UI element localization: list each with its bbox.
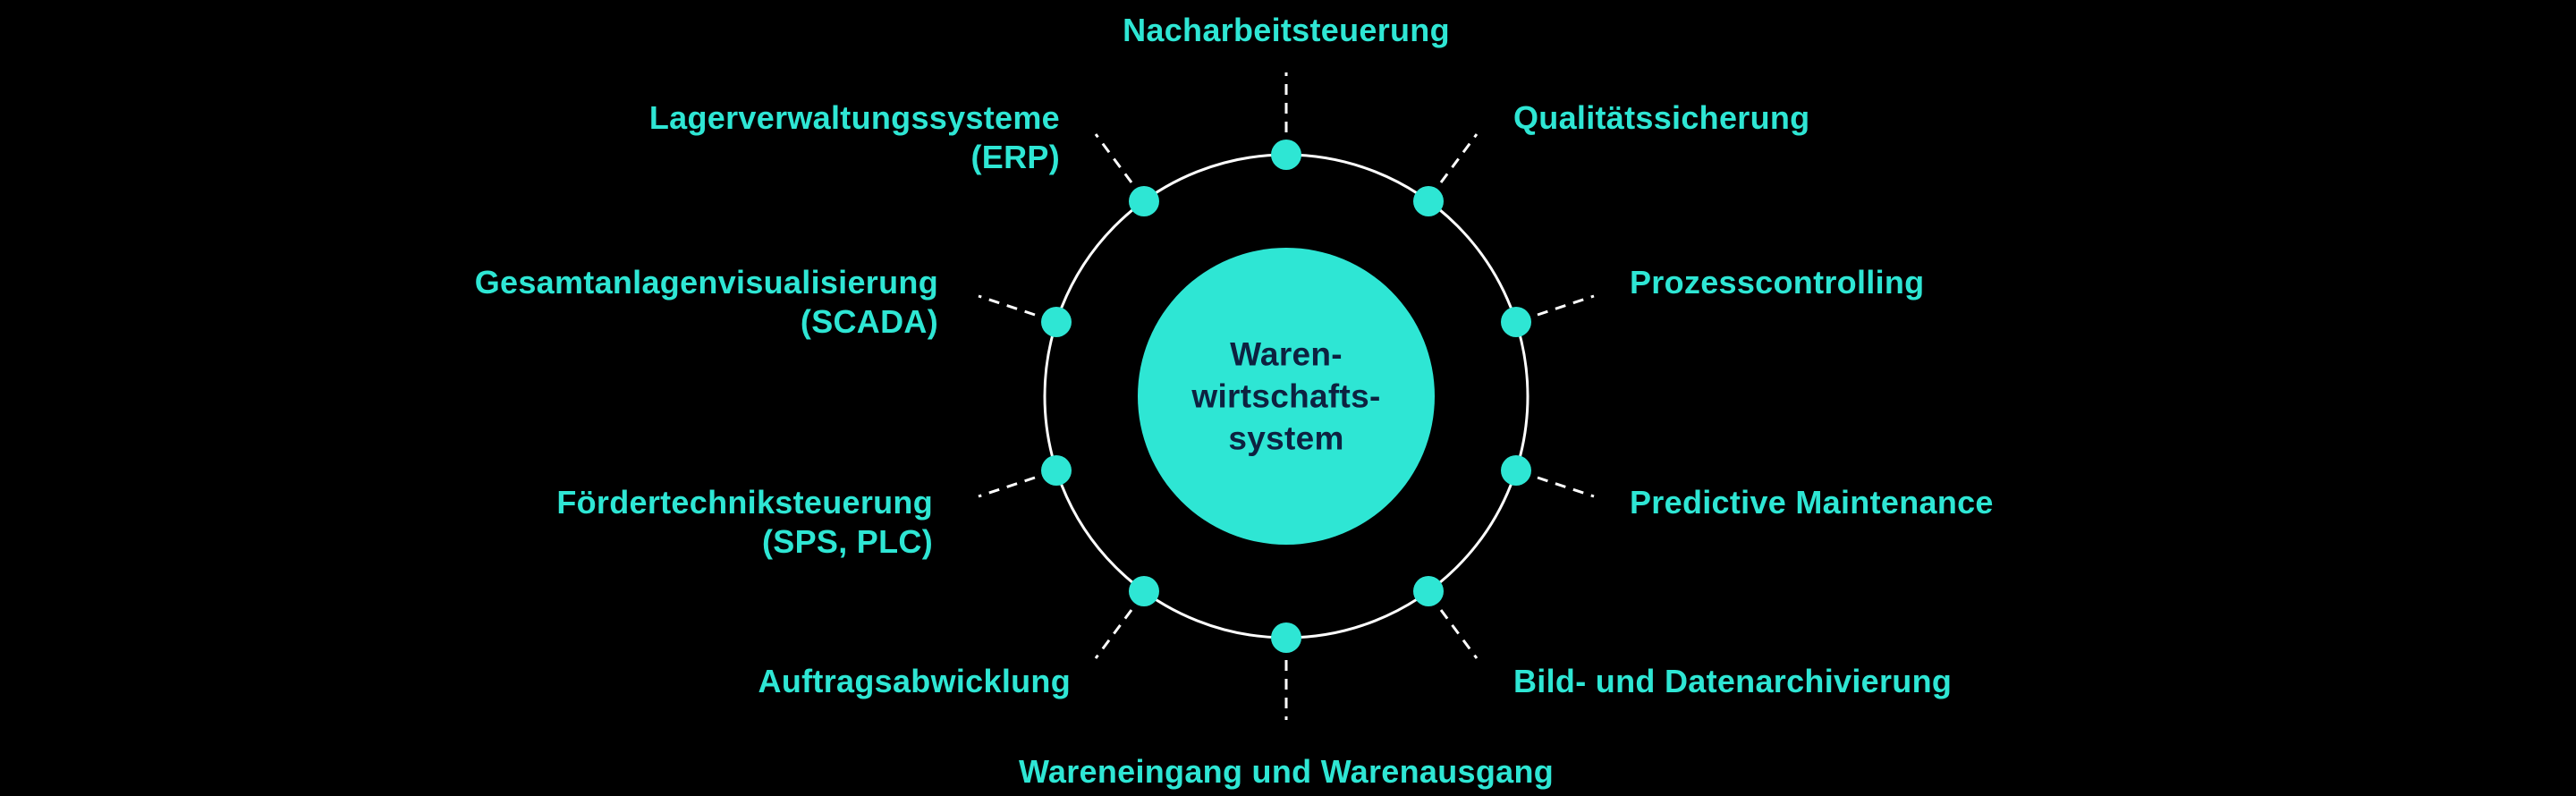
connector-predictive-maintenance [1537,476,1595,498]
node-dot-gesamtanlagenvisualisierung [1041,307,1072,337]
node-dot-lagerverwaltungssysteme [1129,186,1159,216]
label-predictive-maintenance: Predictive Maintenance [1630,484,1994,521]
node-dot-auftragsabwicklung [1129,576,1159,606]
connector-qualitaetssicherung [1439,133,1479,183]
label-qualitaetssicherung: Qualitätssicherung [1513,99,1810,136]
label-nacharbeitsteuerung: Nacharbeitsteuerung [1123,12,1450,48]
connector-gesamtanlagenvisualisierung [978,294,1036,317]
connector-auftragsabwicklung [1094,609,1133,659]
node-dot-prozesscontrolling [1501,307,1531,337]
center-label: Waren- wirtschafts- system [1191,335,1381,457]
node-dot-bild-und-datenarchivierung [1413,576,1444,606]
connector-prozesscontrolling [1537,294,1595,317]
label-prozesscontrolling: Prozesscontrolling [1630,264,1925,301]
connector-lagerverwaltungssysteme [1094,133,1133,183]
label-bild-und-datenarchivierung: Bild- und Datenarchivierung [1513,663,1953,699]
node-dot-qualitaetssicherung [1413,186,1444,216]
node-dot-wareneingang-und-warenausgang [1271,622,1301,653]
connector-foerdertechniksteuerung [978,476,1036,498]
node-dot-foerdertechniksteuerung [1041,455,1072,486]
node-dot-predictive-maintenance [1501,455,1531,486]
label-gesamtanlagenvisualisierung: Gesamtanlagenvisualisierung (SCADA) [474,264,938,340]
center-circle [1138,248,1435,545]
label-wareneingang-und-warenausgang: Wareneingang und Warenausgang [1018,753,1555,790]
label-auftragsabwicklung: Auftragsabwicklung [758,663,1071,699]
label-lagerverwaltungssysteme: Lagerverwaltungssysteme (ERP) [648,99,1060,175]
label-foerdertechniksteuerung: Fördertechniksteuerung (SPS, PLC) [556,484,933,560]
connector-bild-und-datenarchivierung [1439,609,1479,659]
node-dot-nacharbeitsteuerung [1271,140,1301,170]
